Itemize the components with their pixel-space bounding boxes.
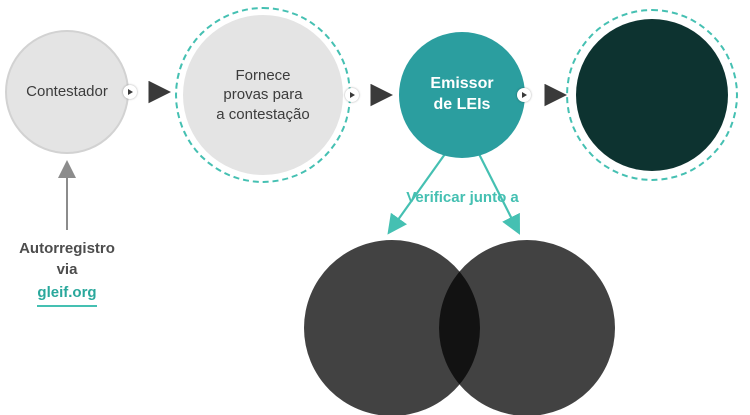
arrow-right-icon [350,92,355,98]
autorregistro-line-2: via [56,261,78,278]
label-line: Emissor [430,75,494,93]
autorregistro-annotation: Autorregistro via gleif.org [0,238,134,307]
connector-dot-2 [345,88,359,102]
node-contestador: Contestador [5,30,129,154]
node-contestador-label: Contestador [26,83,108,101]
arrow-right-icon [522,92,527,98]
label-line: Fornece [235,66,291,84]
label-line: provas para [223,86,303,104]
arrow-right-icon [128,89,133,95]
node-fornece: Fornece provas para a contestação [183,15,343,175]
label-line: a contestação [216,105,310,123]
node-emissor-leis: Emissor de LEIs [399,32,525,158]
node-resultado [576,19,728,171]
verificar-label: Verificar junto a [406,189,519,206]
venn-circle-right [439,240,615,415]
node-resultado-dashed-ring [566,9,738,181]
autorregistro-line-1: Autorregistro [19,240,115,257]
connector-dot-1 [123,85,137,99]
label-line: de LEIs [433,96,491,113]
gleif-org-link[interactable]: gleif.org [37,282,97,307]
node-fornece-label: Fornece provas para a contestação [216,66,309,125]
node-emissor-leis-label: Emissor de LEIs [430,74,493,116]
connector-dot-3 [517,88,531,102]
